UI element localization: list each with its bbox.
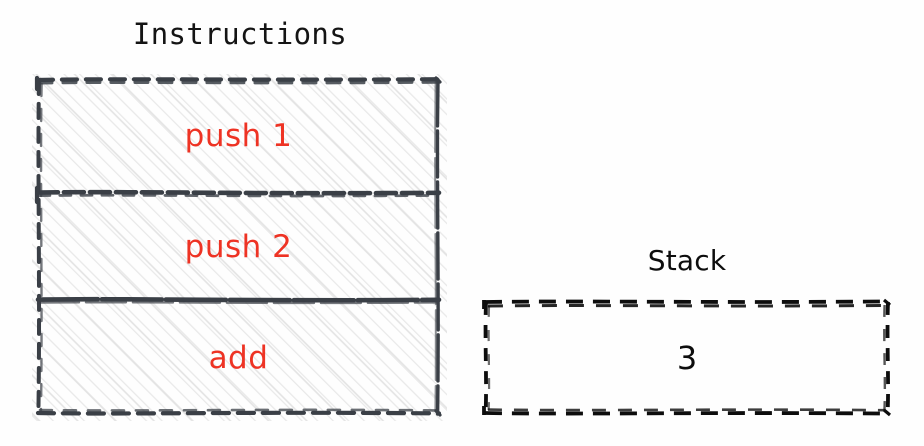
instruction-row-label: push 1 xyxy=(184,117,293,154)
instruction-row[interactable]: add xyxy=(37,300,440,415)
instruction-row-label: push 2 xyxy=(184,228,293,265)
instruction-row[interactable]: push 2 xyxy=(37,193,440,300)
stack-cell[interactable]: 3 xyxy=(484,300,890,415)
instructions-panel: push 1 push 2 add xyxy=(32,74,447,421)
instruction-row-label: add xyxy=(208,339,269,376)
instructions-panel-title: Instructions xyxy=(132,17,348,51)
stack-panel-title: Stack xyxy=(647,244,727,277)
instructions-hatch-fill xyxy=(32,74,447,421)
stack-cell-value: 3 xyxy=(676,338,698,377)
stack-panel: 3 xyxy=(482,298,892,417)
instruction-row[interactable]: push 1 xyxy=(37,78,440,193)
